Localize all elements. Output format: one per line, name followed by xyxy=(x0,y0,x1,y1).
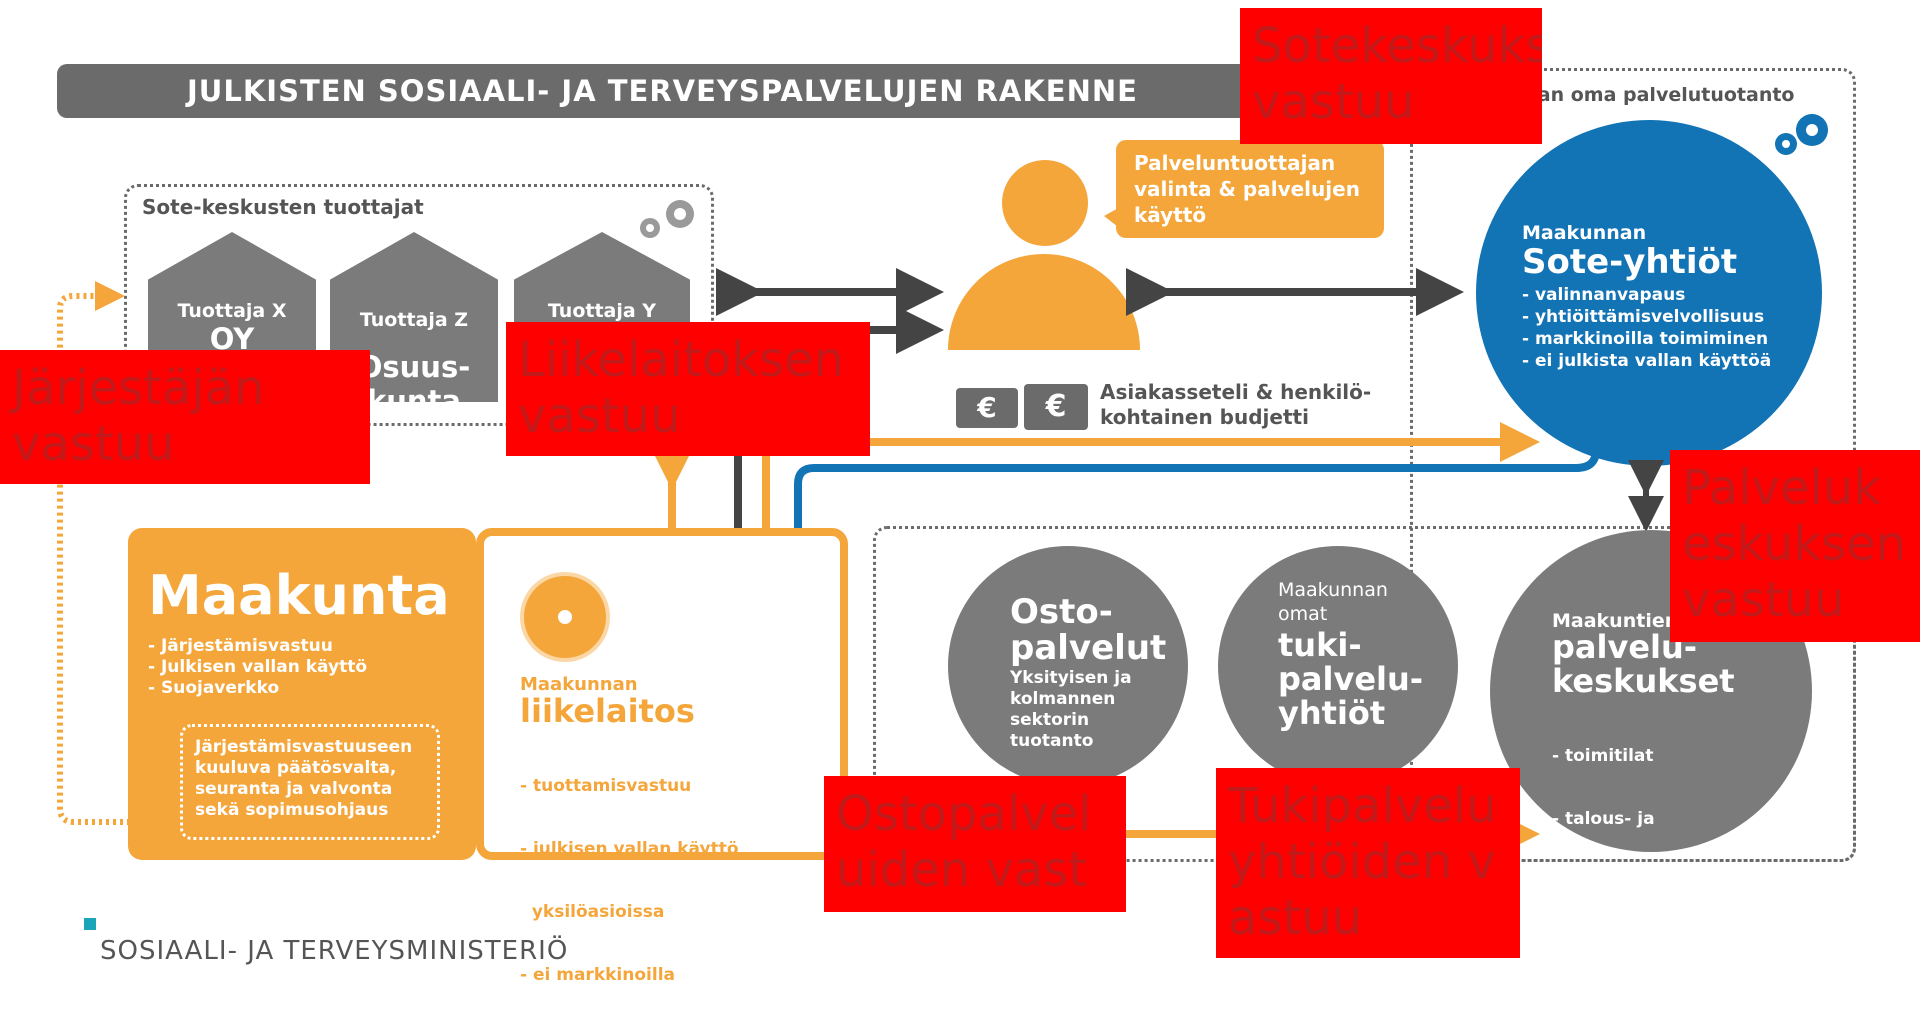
steering-box: Järjestämisvastuuseen kuuluva päätösvalt… xyxy=(180,724,440,840)
red-label-liikelaitos: Liikelaitoksen vastuu xyxy=(506,322,870,456)
providers-frame xyxy=(124,184,714,426)
providers-label: Sote-keskusten tuottajat xyxy=(142,195,424,219)
red-label-tukipalvelu: Tukipalveluyhtiöiden vastuu xyxy=(1216,768,1520,958)
diagram-title: JULKISTEN SOSIAALI- JA TERVEYSPALVELUJEN… xyxy=(57,64,1297,118)
maakunta-box: Maakunta - Järjestämisvastuu - Julkisen … xyxy=(128,528,476,860)
sote-companies-circle: Maakunnan Sote-yhtiöt - valinnanvapaus -… xyxy=(1476,120,1822,466)
red-label-sotekeskus: Sotekeskuksen vastuu xyxy=(1240,8,1542,144)
customer-person-icon xyxy=(948,160,1140,352)
liikelaitos-emblem-icon xyxy=(520,572,610,662)
gear-icon xyxy=(1775,114,1828,155)
voucher-icon: € xyxy=(956,388,1018,428)
purchased-services-circle: Osto- palvelut Yksityisen ja kolmannen s… xyxy=(948,546,1188,786)
connector-arrows xyxy=(57,268,1664,854)
gear-icon xyxy=(640,200,694,238)
ministry-name: SOSIAALI- JA TERVEYSMINISTERIÖ xyxy=(100,936,569,966)
red-label-palvelukeskus: Palvelukeskuksen vastuu xyxy=(1670,450,1920,642)
red-label-ostopalvelu: Ostopalveluiden vastuu xyxy=(824,776,1126,912)
ministry-logo-square xyxy=(84,918,96,930)
voucher-label: Asiakasseteli & henkilö-kohtainen budjet… xyxy=(1100,380,1372,429)
red-label-jarjestaja: Järjestäjän vastuu xyxy=(0,350,370,484)
wallet-icon: € xyxy=(1024,384,1088,430)
provider-choice-bubble: Palveluntuottajan valinta & palvelujen k… xyxy=(1116,140,1384,238)
bubble-tail xyxy=(1104,206,1122,230)
liikelaitos-box: Maakunnan liikelaitos - tuottamisvastuu … xyxy=(476,528,848,985)
support-companies-circle: Maakunnan omat tuki- palvelu- yhtiöt xyxy=(1218,546,1458,786)
